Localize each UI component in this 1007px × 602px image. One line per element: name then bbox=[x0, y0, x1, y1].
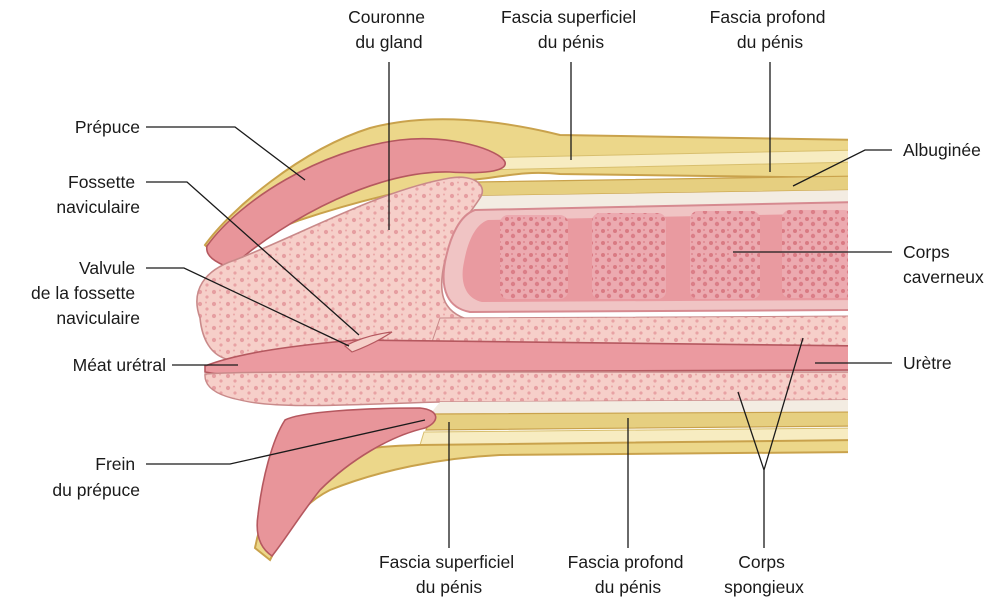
label-albuginee: Albuginée bbox=[903, 140, 981, 160]
bottom-fascia-band bbox=[426, 412, 860, 430]
label-fascia-profond-bottom: Fascia profond du pénis bbox=[568, 552, 689, 597]
label-corps-caverneux: Corps caverneux bbox=[903, 242, 984, 287]
leader-prepuce bbox=[146, 127, 305, 180]
label-fascia-superficiel-bottom: Fascia superficiel du pénis bbox=[379, 552, 519, 597]
label-fossette-naviculaire: Fossette naviculaire bbox=[56, 172, 140, 217]
label-valvule: Valvule de la fossette naviculaire bbox=[31, 258, 140, 328]
label-fascia-profond-top: Fascia profond du pénis bbox=[710, 7, 831, 52]
label-frein-prepuce: Frein du prépuce bbox=[52, 454, 140, 500]
label-prepuce: Prépuce bbox=[75, 117, 140, 137]
label-meat-uretral: Méat urétral bbox=[73, 355, 166, 375]
label-uretre: Urètre bbox=[903, 353, 952, 373]
label-fascia-superficiel-top: Fascia superficiel du pénis bbox=[501, 7, 641, 52]
label-corps-spongieux: Corps spongieux bbox=[724, 552, 804, 597]
label-couronne-gland: Couronne du gland bbox=[348, 7, 430, 52]
urethra bbox=[205, 340, 860, 374]
penis-illustration bbox=[197, 119, 860, 560]
